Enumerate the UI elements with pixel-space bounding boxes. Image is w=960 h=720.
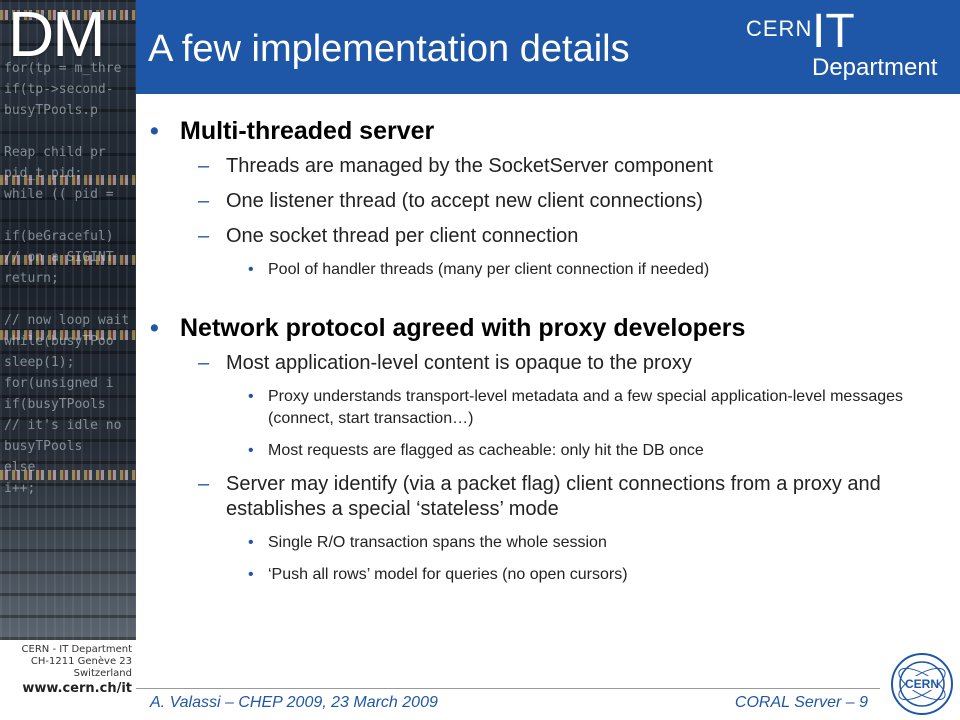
svg-text:CERN: CERN	[905, 677, 939, 691]
footer-slide-number: CORAL Server – 9	[734, 694, 868, 711]
address-line: CH-1211 Genève 23	[30, 656, 132, 667]
sub-sub-bullet: •‘Push all rows’ model for queries (no o…	[248, 566, 628, 583]
sub-bullet: –Threads are managed by the SocketServer…	[198, 155, 713, 177]
sub-sub-bullet: •Proxy understands transport-level metad…	[248, 388, 904, 427]
logo-it-text: IT	[812, 5, 855, 58]
address-line: CERN - IT Department	[21, 644, 132, 655]
cern-address: CERN - IT Department CH-1211 Genève 23 S…	[0, 644, 132, 695]
sub-bullet: –Server may identify (via a packet flag)…	[198, 473, 881, 520]
address-line: Switzerland	[73, 668, 132, 679]
sub-bullet: –One listener thread (to accept new clie…	[198, 190, 703, 212]
logo-cern-text: CERN	[746, 16, 813, 41]
sub-sub-bullet: •Single R/O transaction spans the whole …	[248, 534, 607, 551]
website-text: www.cern.ch/it	[22, 681, 132, 696]
cern-logo-icon: CERN	[891, 653, 953, 715]
sub-sub-bullet: •Pool of handler threads (many per clien…	[248, 261, 710, 278]
cern-it-department-logo: CERN IT Department	[746, 5, 952, 86]
slide-content: •Multi-threaded server –Threads are mana…	[150, 116, 940, 596]
bullet-multithreaded-server: •Multi-threaded server	[150, 117, 435, 145]
page-title: A few implementation details	[148, 28, 630, 70]
sub-sub-bullet: •Most requests are flagged as cacheable:…	[248, 442, 704, 459]
sub-bullet: –Most application-level content is opaqu…	[198, 352, 692, 374]
dm-logo: DM	[8, 0, 106, 70]
logo-department-text: Department	[812, 54, 938, 81]
sub-bullet: –One socket thread per client connection	[198, 225, 579, 247]
bullet-network-protocol: •Network protocol agreed with proxy deve…	[150, 314, 746, 342]
footer-author-event: A. Valassi – CHEP 2009, 23 March 2009	[150, 694, 438, 711]
footer-divider	[136, 688, 880, 689]
header-bar: A few implementation details CERN IT Dep…	[136, 0, 960, 94]
